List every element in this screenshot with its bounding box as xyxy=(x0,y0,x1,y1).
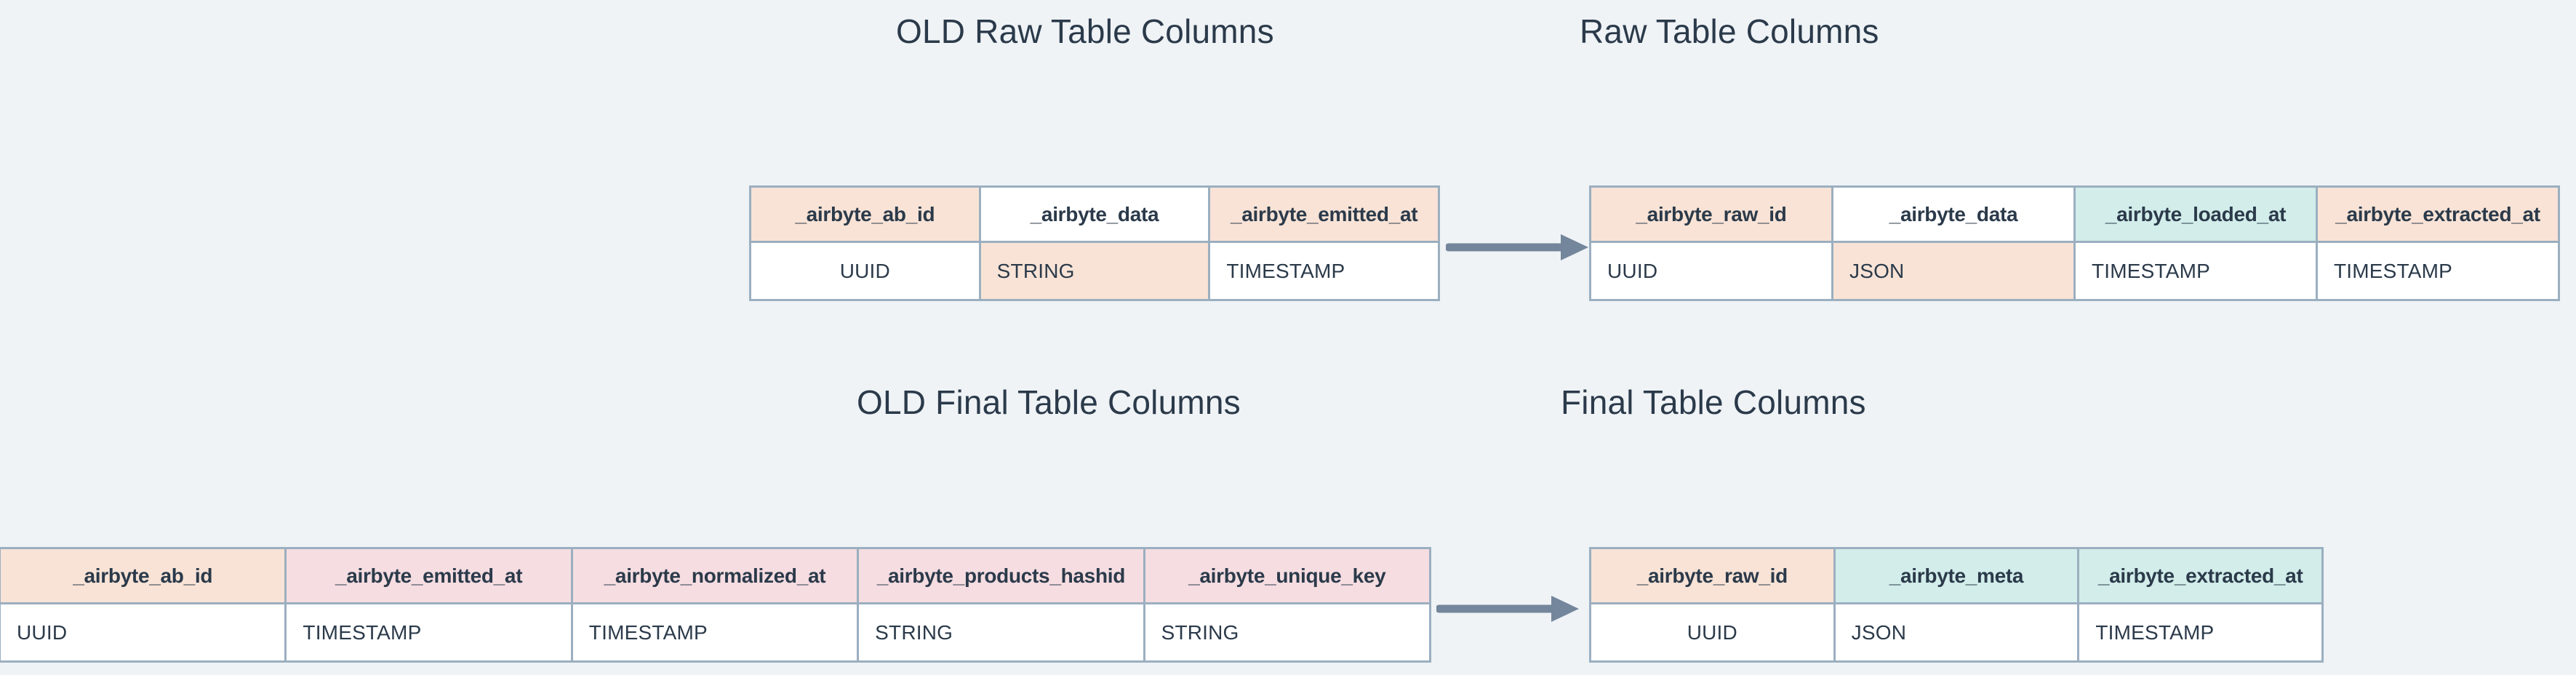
column-header-cell: _airbyte_ab_id xyxy=(749,185,981,243)
column-header-cell: _airbyte_ab_id xyxy=(0,547,287,604)
column-type-cell: UUID xyxy=(1589,241,1833,301)
column-header-cell: _airbyte_unique_key xyxy=(1143,547,1432,604)
table-header-row: _airbyte_raw_id_airbyte_data_airbyte_loa… xyxy=(1589,185,2560,243)
column-header-cell: _airbyte_products_hashid xyxy=(857,547,1145,604)
column-header-cell: _airbyte_meta xyxy=(1833,547,2080,604)
column-header-cell: _airbyte_normalized_at xyxy=(570,547,860,604)
table-header-row: _airbyte_ab_id_airbyte_data_airbyte_emit… xyxy=(749,185,1440,243)
table-header-row: _airbyte_raw_id_airbyte_meta_airbyte_ext… xyxy=(1589,547,2324,604)
column-type-cell: UUID xyxy=(0,602,287,663)
column-header-cell: _airbyte_extracted_at xyxy=(2316,185,2560,243)
table-raw-columns: _airbyte_raw_id_airbyte_data_airbyte_loa… xyxy=(1589,185,2560,301)
column-header-cell: _airbyte_data xyxy=(978,185,1211,243)
arrow-right-icon-final xyxy=(1436,596,1579,622)
column-header-cell: _airbyte_data xyxy=(1831,185,2076,243)
column-type-cell: TIMESTAMP xyxy=(570,602,860,663)
arrow-right-icon-raw xyxy=(1446,234,1588,260)
column-type-cell: TIMESTAMP xyxy=(284,602,573,663)
table-old-final-columns: _airbyte_ab_id_airbyte_emitted_at_airbyt… xyxy=(0,547,1432,663)
table-final-columns: _airbyte_raw_id_airbyte_meta_airbyte_ext… xyxy=(1589,547,2324,663)
column-type-cell: STRING xyxy=(978,241,1211,301)
column-header-cell: _airbyte_raw_id xyxy=(1589,185,1833,243)
column-header-cell: _airbyte_loaded_at xyxy=(2073,185,2318,243)
column-type-cell: STRING xyxy=(857,602,1145,663)
column-type-cell: JSON xyxy=(1831,241,2076,301)
table-old-raw-columns: _airbyte_ab_id_airbyte_data_airbyte_emit… xyxy=(749,185,1440,301)
table-header-row: _airbyte_ab_id_airbyte_emitted_at_airbyt… xyxy=(0,547,1432,604)
title-old-final-table-columns: OLD Final Table Columns xyxy=(857,383,1241,421)
column-type-cell: TIMESTAMP xyxy=(2316,241,2560,301)
column-type-cell: STRING xyxy=(1143,602,1432,663)
title-raw-table-columns: Raw Table Columns xyxy=(1580,12,1879,50)
column-header-cell: _airbyte_raw_id xyxy=(1589,547,1836,604)
title-final-table-columns: Final Table Columns xyxy=(1561,383,1866,421)
column-header-cell: _airbyte_emitted_at xyxy=(284,547,573,604)
column-header-cell: _airbyte_emitted_at xyxy=(1208,185,1440,243)
column-type-cell: JSON xyxy=(1833,602,2080,663)
column-header-cell: _airbyte_extracted_at xyxy=(2077,547,2324,604)
column-type-cell: TIMESTAMP xyxy=(2073,241,2318,301)
column-type-cell: UUID xyxy=(1589,602,1836,663)
title-old-raw-table-columns: OLD Raw Table Columns xyxy=(896,12,1274,50)
column-type-cell: TIMESTAMP xyxy=(2077,602,2324,663)
column-type-cell: TIMESTAMP xyxy=(1208,241,1440,301)
column-type-cell: UUID xyxy=(749,241,981,301)
